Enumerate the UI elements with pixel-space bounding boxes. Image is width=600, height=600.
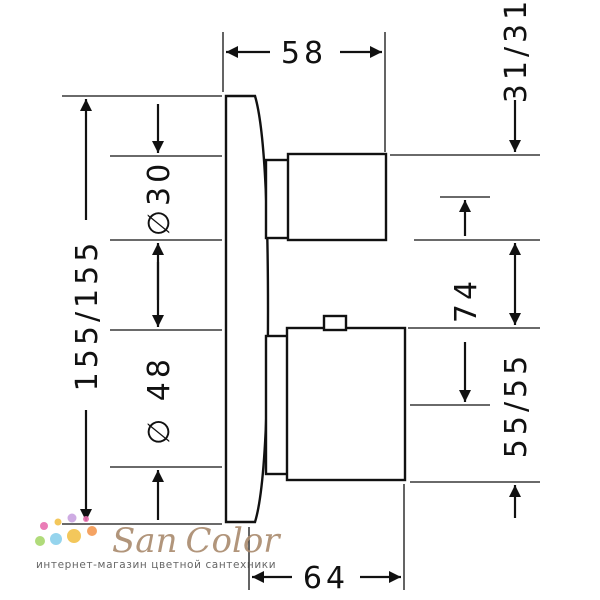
upper-handle (286, 152, 388, 242)
color-dots-logo (35, 513, 97, 546)
dimension-arrows (80, 46, 521, 583)
cover-plate (224, 94, 270, 524)
label-top-width: 58 (281, 36, 327, 71)
label-lower-diameter: ∅ 48 (142, 355, 177, 445)
mixer-body (224, 94, 407, 524)
logo-dot (67, 513, 77, 523)
label-right-top: 31/31 (499, 0, 534, 103)
logo-dot (54, 518, 62, 526)
label-bottom-width: 64 (303, 561, 349, 596)
upper-connector (264, 158, 292, 240)
logo-dot (83, 516, 89, 522)
dimension-labels: 58 64 155/155 ∅30 ∅ 48 31/31 74 55/55 (70, 0, 534, 596)
logo-dot (87, 526, 97, 536)
logo-dot (35, 536, 45, 546)
extension-lines (62, 32, 540, 590)
label-total-height: 155/155 (70, 239, 105, 392)
lower-handle (285, 326, 407, 482)
label-right-mid: 74 (449, 277, 484, 323)
label-upper-diameter: ∅30 (142, 160, 177, 236)
logo-dot (67, 529, 81, 543)
logo-dot (40, 522, 48, 530)
safety-button (322, 314, 348, 332)
logo-dot (50, 533, 62, 545)
label-right-bottom: 55/55 (499, 352, 534, 458)
watermark-tagline: интернет-магазин цветной сантехники (36, 559, 276, 571)
